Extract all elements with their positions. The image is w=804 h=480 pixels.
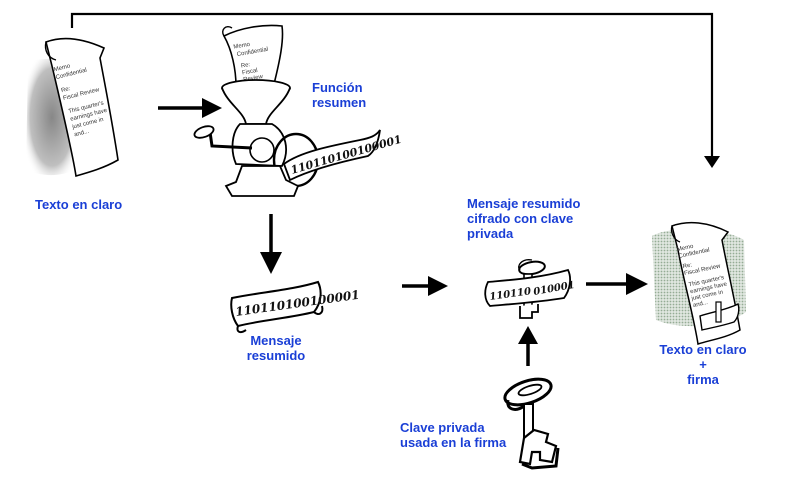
label-encrypted-digest-line3: privada [467,226,514,241]
label-signed-text: Texto en claro + firma [648,342,758,387]
label-digest-line1: Mensaje [250,333,302,348]
label-hash-function-line1: Función [312,80,363,95]
encrypted-digest-icon: 110110 010001 [484,258,576,319]
label-hash-function: Función resumen [312,80,392,110]
digest-ribbon-icon: 110110100100001 [230,280,360,334]
svg-text:Re:: Re: [682,262,693,270]
svg-text:Fiscal: Fiscal [242,68,258,77]
svg-text:Memo: Memo [53,63,71,73]
feedback-line [70,12,714,158]
label-private-key-line1: Clave privada [400,420,485,435]
label-encrypted-digest: Mensaje resumido cifrado con clave priva… [467,196,597,241]
edge-plaintext-to-signed [70,12,720,168]
private-key-icon [503,377,560,470]
svg-text:Re:: Re: [240,62,251,70]
label-signed-text-line3: firma [687,372,719,387]
label-digest-line2: resumido [246,348,306,363]
hash-function-grinder-icon: Memo Confidential Re: Fiscal Review 1101… [193,24,403,197]
svg-text:Confidential: Confidential [236,47,268,58]
label-encrypted-digest-line2: cifrado con clave [467,211,574,226]
label-hash-function-line2: resumen [312,95,367,110]
edge-key-to-encrypted [518,326,538,366]
signed-document-icon: Memo Confidential Re: Fiscal Review This… [652,221,746,345]
svg-text:Memo: Memo [677,244,695,253]
label-signed-text-line1: Texto en claro [659,342,747,357]
plaintext-document-icon: Memo Confidential Re: Fiscal Review This… [26,37,119,178]
label-plaintext: Texto en claro [35,197,123,212]
edge-encrypted-to-signed [586,273,648,295]
svg-text:and...: and... [74,129,90,139]
label-encrypted-digest-line1: Mensaje resumido [467,196,581,211]
edge-hash-to-digest [260,214,282,274]
label-private-key-line2: usada en la firma [400,435,507,450]
label-private-key: Clave privada usada en la firma [400,420,520,450]
label-digest: Mensaje resumido [236,333,316,363]
edge-plaintext-to-hash [158,98,222,118]
edge-digest-to-encrypted [402,276,448,296]
label-signed-text-line2: + [699,357,707,372]
svg-text:Review: Review [243,74,264,83]
svg-text:and...: and... [693,300,709,309]
svg-text:Memo: Memo [233,42,251,51]
arrowhead-down [704,156,720,168]
svg-text:Re:: Re: [61,86,72,94]
